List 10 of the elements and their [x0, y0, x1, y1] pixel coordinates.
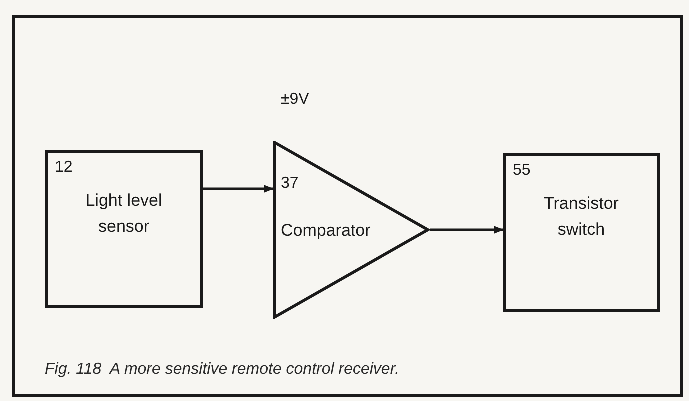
- arrow: [430, 226, 504, 234]
- block-label: Light level sensor: [84, 190, 164, 238]
- block-number: 37: [281, 176, 299, 192]
- block-number: 55: [513, 163, 531, 179]
- block-label: Comparator: [281, 220, 372, 242]
- figure-caption: Fig. 118 A more sensitive remote control receiver.: [45, 360, 400, 380]
- supply-label: ±9V: [281, 92, 310, 108]
- block-number: 12: [55, 160, 73, 176]
- block-label: Transistor switch: [543, 193, 620, 241]
- arrow: [203, 185, 274, 193]
